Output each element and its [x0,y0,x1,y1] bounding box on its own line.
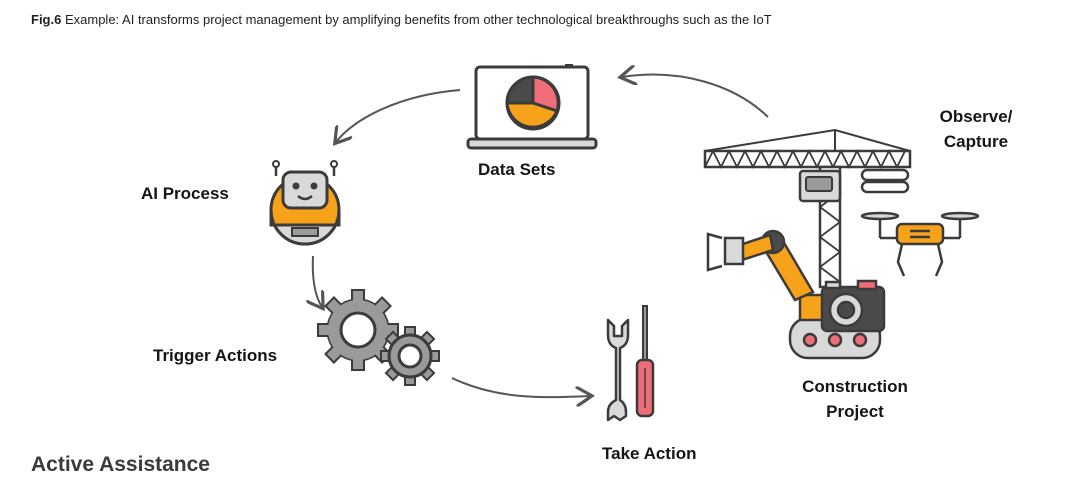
wrench-screwdriver-icon [606,305,655,422]
observe-line-1: Observe/ [939,107,1013,126]
crane-icon [703,128,912,289]
arrow-trigger-to-action [451,377,590,397]
arrow-observe-to-data [622,75,769,118]
figure-caption: Fig.6 Example: AI transforms project man… [31,12,772,27]
node-label-observe-capture: Observe/ Capture [924,104,1028,154]
figure-number: Fig.6 [31,12,62,27]
node-label-trigger-actions: Trigger Actions [153,346,278,365]
node-label-data-sets: Data Sets [478,160,556,179]
drone-icon [860,211,980,277]
node-label-ai-process: AI Process [141,184,229,203]
robot-arm-icon [706,229,882,360]
construction-line-2: Project [826,402,884,421]
arrow-data-to-ai [336,89,461,142]
figure-caption-text: Example: AI transforms project managemen… [64,12,772,27]
laptop-pie-icon [466,64,598,150]
robot-head-icon [269,160,341,246]
footer-title: Active Assistance [31,453,210,476]
camera-icon [820,279,886,333]
node-label-take-action: Take Action [602,444,697,463]
construction-line-1: Construction [802,377,908,396]
node-label-construction-project: Construction Project [780,374,930,424]
arrow-ai-to-trigger [313,255,322,307]
observe-line-2: Capture [943,132,1009,151]
gears-icon [317,289,440,386]
